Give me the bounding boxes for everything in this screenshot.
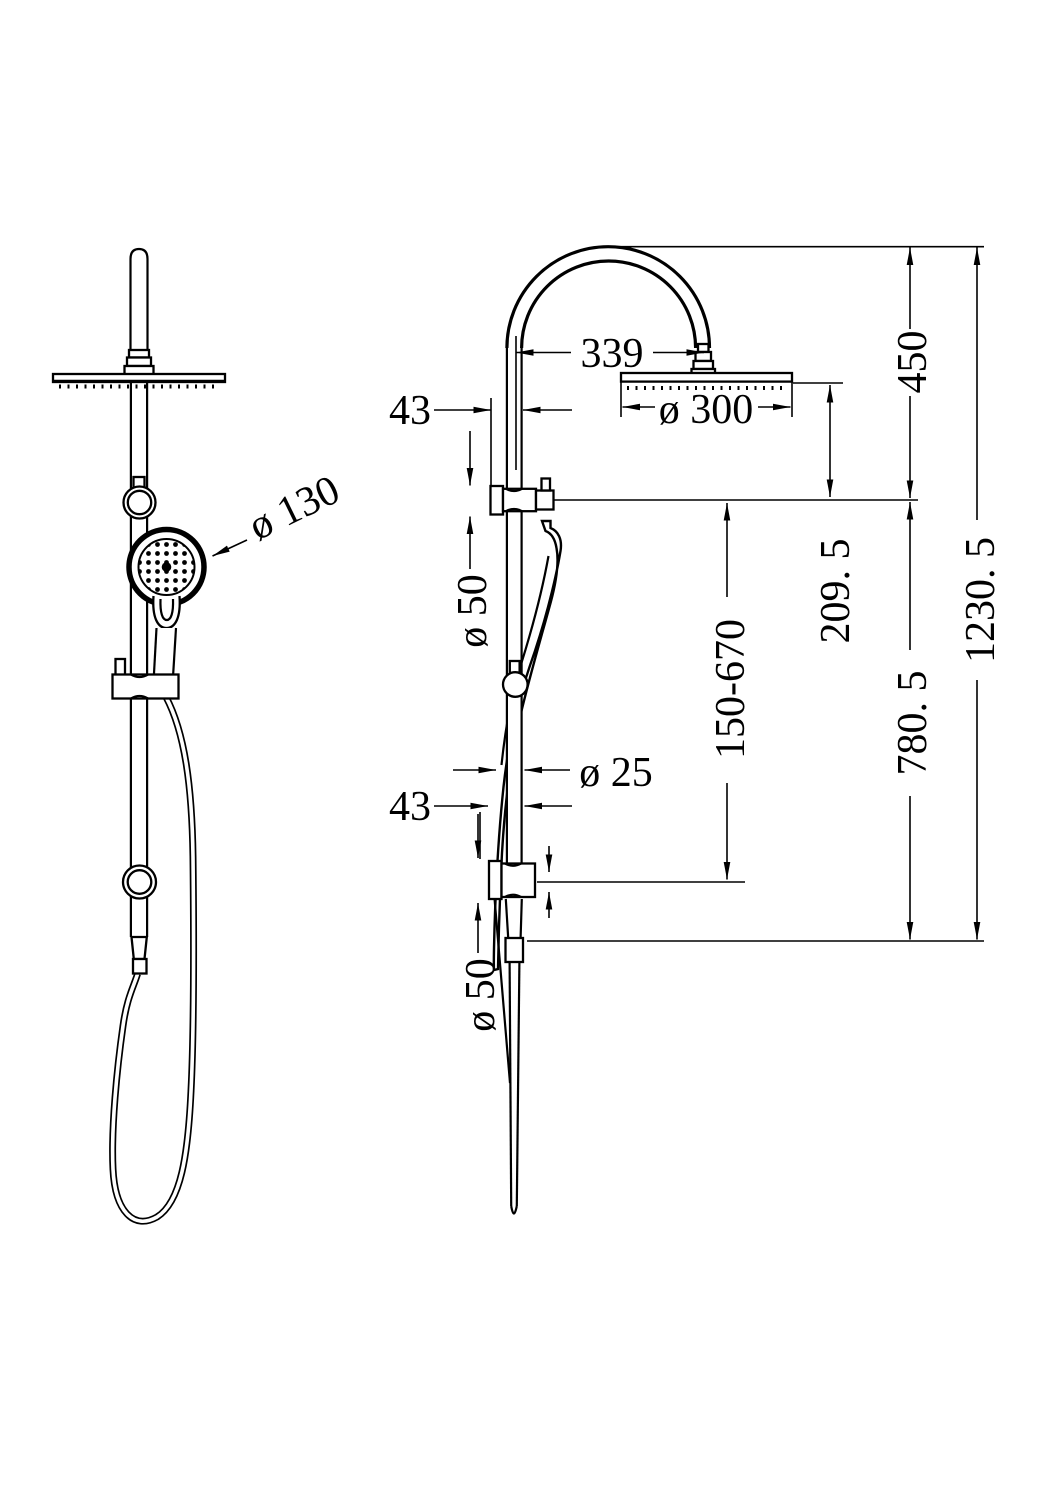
head-connector-side: [692, 359, 715, 371]
rail-collar-side: [504, 936, 525, 964]
head-connector-side: [696, 342, 710, 354]
shower-hose-front: [110, 696, 196, 1223]
dim-label-head-diameter: ø 300: [659, 387, 754, 433]
hose-side: [508, 961, 513, 1207]
dim-label-total-height: 1230. 5: [958, 537, 1004, 663]
dim-label-flange-top: ø 50: [450, 574, 496, 648]
lower-knob-front: [126, 869, 153, 895]
side-rail-fill: [508, 352, 521, 897]
slider-knob-side: [501, 671, 529, 698]
hose-side: [515, 961, 521, 1207]
front-head-connector: [125, 356, 153, 368]
front-view: [51, 247, 227, 1225]
upper-bracket-body: [501, 487, 538, 513]
diverter-outlet: [534, 489, 555, 511]
dim-label-rail-diameter: ø 25: [579, 750, 653, 796]
dim-label-head-to-bracket: 209. 5: [813, 539, 859, 644]
dim-label-flange-bottom: ø 50: [458, 958, 504, 1032]
dim-label-arc-reach: 339: [581, 331, 644, 377]
dim-label-top-offset: 43: [389, 388, 431, 434]
hand-shower-handle-front: [153, 628, 176, 677]
wall-bracket-front: [111, 673, 180, 700]
rail-taper-front: [130, 935, 149, 961]
hand-shower-center: [161, 562, 172, 572]
side-view: [487, 245, 794, 1215]
dim-label-handshower-diameter: ø 130: [242, 467, 347, 550]
slider-ring-front: [126, 489, 153, 516]
hand-shower-neck: [152, 595, 181, 630]
dim-label-bottom-offset: 43: [389, 784, 431, 830]
rail-collar-front: [131, 957, 148, 975]
head-connector-side: [694, 350, 713, 363]
upper-bracket-plate: [489, 484, 505, 516]
lower-bracket-body: [500, 862, 537, 899]
rain-shower-plate-front: [51, 372, 227, 384]
shower-hose-front: [109, 695, 198, 1225]
hose-side-tip: [510, 1205, 518, 1215]
lower-bracket-plate: [487, 859, 503, 901]
dim-label-arc-height: 450: [890, 331, 936, 394]
front-riser-pipe: [129, 247, 149, 352]
hand-shower-neck: [159, 598, 175, 622]
dimension-annotations: 339 43 ø 50 209. 5 450 780. 5: [212, 245, 1004, 1032]
rain-shower-plate-side: [619, 371, 794, 383]
dim-label-slider-range: 150-670: [708, 619, 754, 759]
hand-shower-tail: [493, 897, 512, 1084]
diverter-knob: [540, 477, 552, 492]
dim-label-rail-length: 780. 5: [890, 671, 936, 776]
hand-shower-profile: [492, 519, 563, 972]
gooseneck-arc: [520, 259, 698, 349]
